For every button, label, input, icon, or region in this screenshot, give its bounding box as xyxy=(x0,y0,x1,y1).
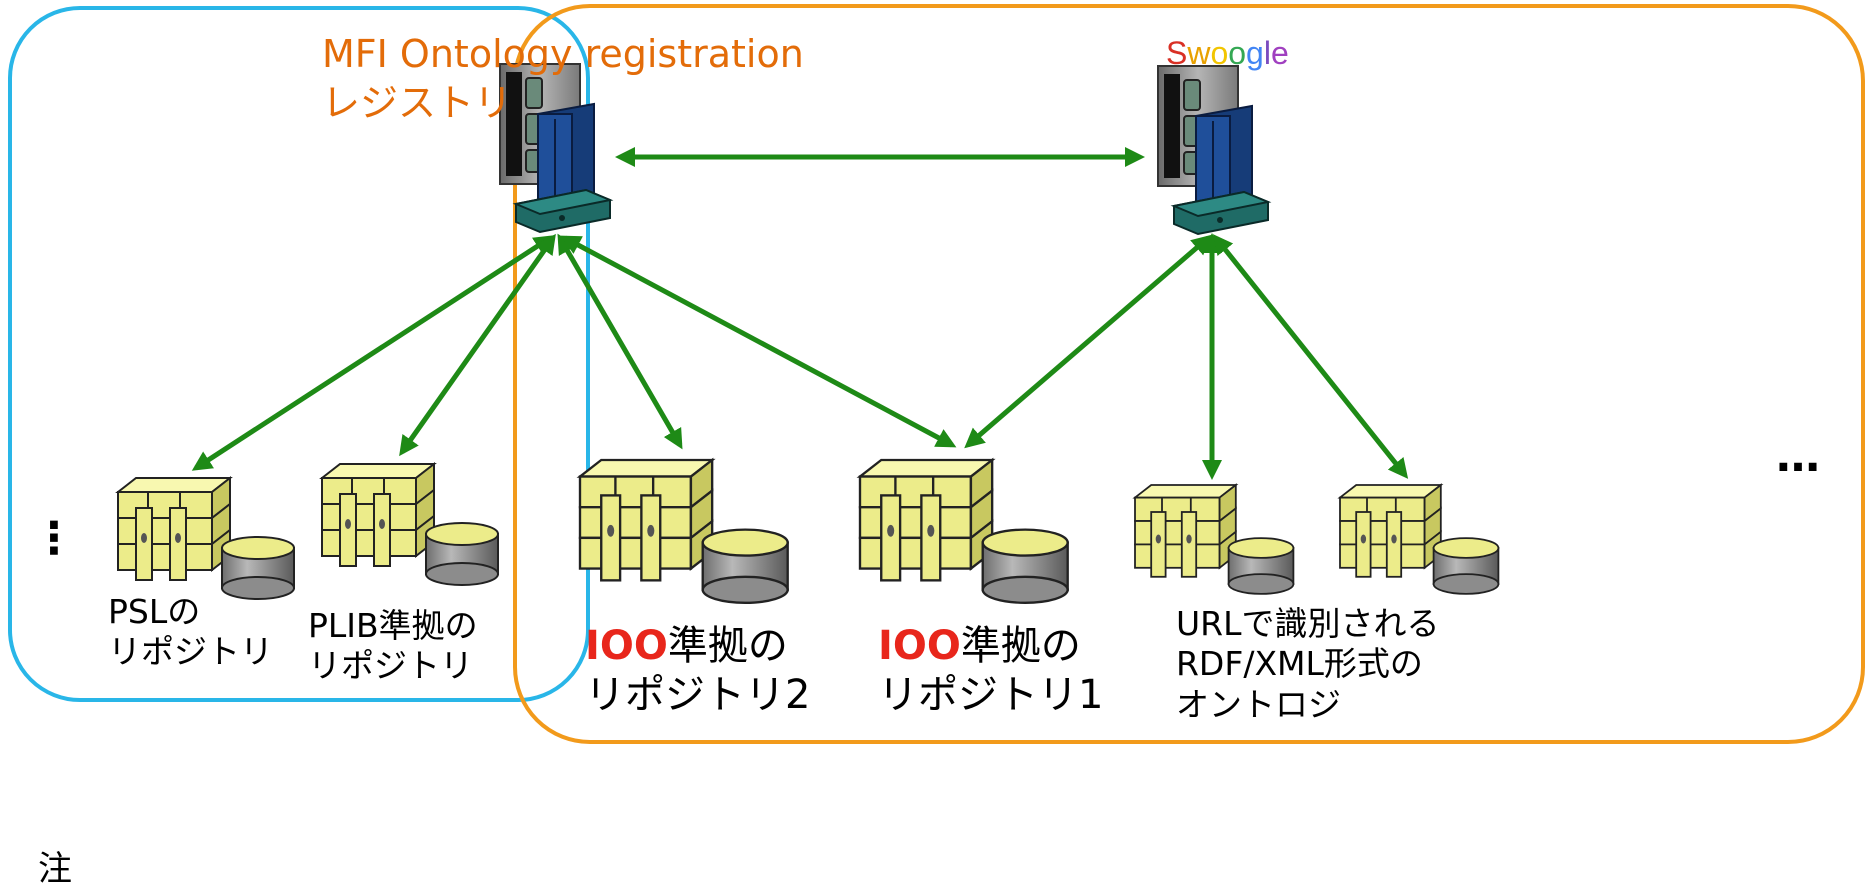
registry-plib-arrow xyxy=(399,233,556,457)
registry-label: MFI Ontology registration レジストリ xyxy=(322,30,804,129)
repo-label-line: URLで識別される xyxy=(1176,604,1440,643)
swoogle-letter: o xyxy=(1210,35,1229,71)
repo-label-line: リポジトリ1 xyxy=(878,671,1104,718)
repo-label-line: RDF/XML形式の xyxy=(1176,644,1423,684)
repo-label-line: PSLの xyxy=(108,592,201,631)
left-ellipsis: ⋮ xyxy=(32,513,80,564)
swoogle-label: Swoogle xyxy=(1166,34,1289,73)
repo-label-line: 準拠の xyxy=(960,623,1081,669)
rdf-repository-a-icon xyxy=(1134,484,1295,595)
swoogle-rdf-b-arrow xyxy=(1212,234,1409,479)
plib-repository-icon xyxy=(321,463,499,586)
repo-label-line: リポジトリ xyxy=(308,646,473,686)
ioo-prefix: IOO xyxy=(878,623,961,669)
registry-ioo1-arrow xyxy=(560,235,957,448)
registry-psl-arrow xyxy=(191,235,555,471)
psl-repository-icon xyxy=(117,477,295,600)
swoogle-letter: l xyxy=(1263,35,1271,71)
swoogle-letter: S xyxy=(1166,35,1188,71)
registry-subtitle: レジストリ xyxy=(322,81,513,126)
footnote-marker: 注 xyxy=(38,849,72,889)
ioo-repository-1-icon xyxy=(858,458,1069,604)
ioo-repository-2-icon xyxy=(578,458,789,604)
registry-title: MFI Ontology registration xyxy=(322,32,804,76)
repo-label-line: 準拠の xyxy=(667,623,788,669)
right-ellipsis: … xyxy=(1776,431,1824,482)
repo-label-line: PLIB準拠の xyxy=(308,606,478,645)
ioo-repository-1-label: IOO準拠の リポジトリ1 xyxy=(878,622,1103,720)
swoogle-letter: g xyxy=(1246,35,1264,71)
psl-repository-label: PSLの リポジトリ xyxy=(108,592,273,673)
ioo-prefix: IOO xyxy=(585,623,668,669)
swoogle-letter: w xyxy=(1187,35,1211,71)
repo-label-line: リポジトリ2 xyxy=(585,671,811,718)
rdf-repository-b-icon xyxy=(1339,484,1500,595)
repo-label-line: オントロジ xyxy=(1176,684,1341,724)
swoogle-letter: e xyxy=(1270,35,1289,71)
ioo-repository-2-label: IOO準拠の リポジトリ2 xyxy=(585,622,810,720)
swoogle-server-icon xyxy=(1157,65,1269,235)
swoogle-letter: o xyxy=(1228,35,1247,71)
repo-label-line: リポジトリ xyxy=(108,632,273,672)
rdf-repository-label: URLで識別される RDF/XML形式の オントロジ xyxy=(1176,604,1439,725)
plib-repository-label: PLIB準拠の リポジトリ xyxy=(308,606,478,687)
swoogle-ioo1-arrow xyxy=(964,234,1212,449)
